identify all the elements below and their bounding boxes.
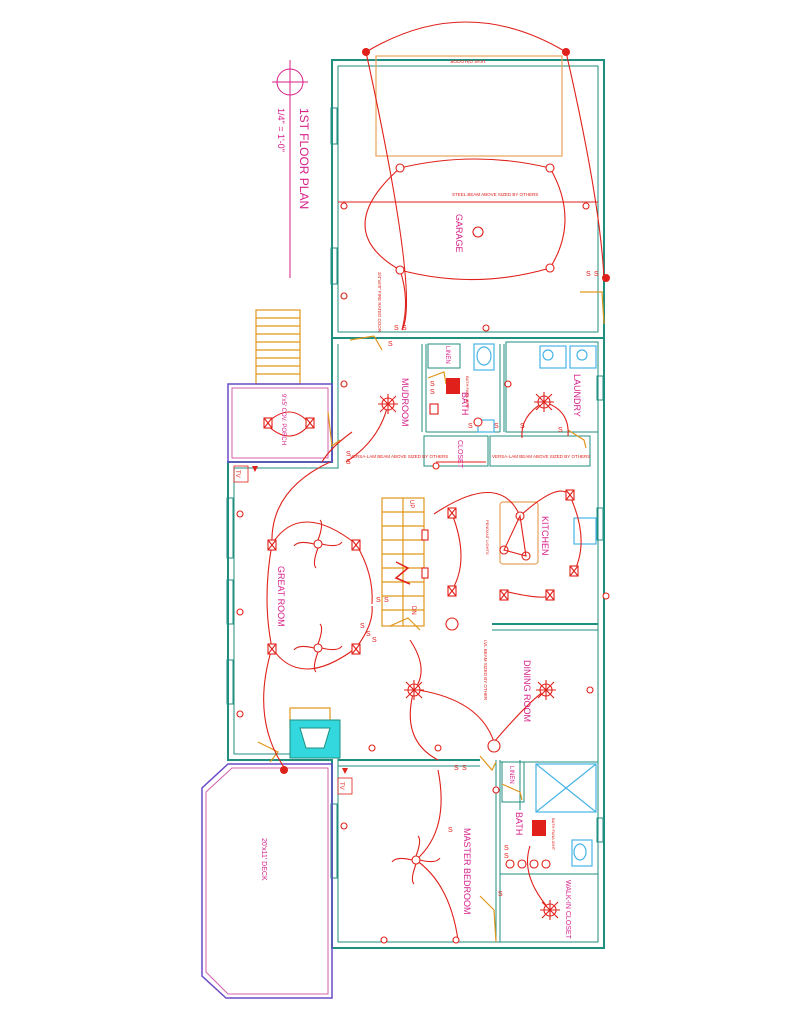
tv-upper: TV bbox=[234, 470, 240, 478]
label-deck: 20'x11' DECK bbox=[260, 838, 267, 881]
note-versa-beam-left: VERSA-LAM BEAM ABOVE SIZED BY OTHERS bbox=[350, 454, 448, 459]
svg-text:S: S bbox=[558, 427, 563, 434]
plan-title: 1ST FLOOR PLAN bbox=[297, 108, 311, 209]
great-room-fan-2 bbox=[293, 623, 343, 673]
label-mudroom: MUDROOM bbox=[400, 378, 410, 427]
note-bath-fan-upper: BATH FAN/LIGHT bbox=[465, 376, 470, 409]
svg-text:S: S bbox=[430, 381, 435, 388]
stair-up-label: UP bbox=[408, 500, 414, 508]
note-bath-fan-lower: BATH FAN/LIGHT bbox=[551, 818, 556, 851]
svg-text:S: S bbox=[586, 271, 591, 278]
svg-text:S: S bbox=[366, 631, 371, 638]
master-bedroom-fan bbox=[391, 835, 441, 885]
svg-text:S: S bbox=[498, 891, 503, 898]
label-linen-upper: LINEN bbox=[444, 346, 450, 364]
mudroom-light bbox=[378, 394, 398, 414]
svg-text:S: S bbox=[372, 637, 377, 644]
note-versa-beam-right: VERSA-LAM BEAM ABOVE SIZED BY OTHERS bbox=[492, 454, 590, 459]
svg-text:S: S bbox=[376, 597, 381, 604]
note-garage-door: 16'x8' O/H DOOR bbox=[450, 59, 486, 64]
stair-down-label: DN bbox=[410, 606, 416, 615]
dining-light-1 bbox=[404, 680, 424, 700]
svg-text:S: S bbox=[494, 423, 499, 430]
svg-text:S: S bbox=[346, 459, 351, 466]
label-closet: CLOSET bbox=[456, 440, 463, 469]
wall-boxes bbox=[263, 403, 579, 655]
svg-text:S: S bbox=[468, 423, 473, 430]
label-linen-lower: LINEN bbox=[508, 766, 514, 784]
label-dining-room: DINING ROOM bbox=[522, 660, 532, 722]
svg-text:S: S bbox=[448, 827, 453, 834]
interior-walls bbox=[338, 55, 599, 942]
exterior-walls bbox=[226, 59, 605, 949]
svg-text:S: S bbox=[388, 341, 393, 348]
title-block: 1ST FLOOR PLAN 1/4" = 1'-0" bbox=[272, 60, 311, 278]
label-laundry: LAUNDRY bbox=[572, 374, 582, 417]
svg-text:S: S bbox=[504, 853, 509, 860]
closet-light bbox=[540, 900, 560, 920]
svg-text:S: S bbox=[520, 423, 525, 430]
svg-text:S: S bbox=[346, 451, 351, 458]
label-walk-in-closet: WALK-IN CLOSET bbox=[564, 880, 571, 940]
label-master-bedroom: MASTER BEDROOM bbox=[462, 828, 472, 915]
svg-text:S: S bbox=[430, 389, 435, 396]
label-bath-upper: BATH bbox=[460, 392, 470, 415]
doors bbox=[257, 291, 605, 943]
fixtures bbox=[473, 343, 597, 867]
svg-text:S: S bbox=[504, 845, 509, 852]
light-fixtures bbox=[280, 48, 610, 920]
great-room-fan-1 bbox=[293, 519, 343, 569]
porch bbox=[227, 383, 333, 463]
svg-text:S: S bbox=[360, 623, 365, 630]
note-fire-door: 3/4"x6'8" FIRE RATED DOOR bbox=[377, 272, 382, 333]
deck bbox=[201, 763, 333, 999]
ceiling-fans bbox=[293, 519, 441, 885]
tv-lower: TV bbox=[338, 782, 344, 790]
label-great-room: GREAT ROOM bbox=[276, 566, 286, 627]
note-lvl-beam: LVL BEAM SIZED BY OTHER bbox=[483, 640, 488, 701]
note-pendant: PENDANT LIGHTS bbox=[485, 520, 490, 555]
plan-notes: 16'x8' O/H DOOR STEEL BEAM ABOVE SIZED B… bbox=[233, 59, 590, 851]
room-labels: GARAGE MUDROOM BATH LAUNDRY CLOSET LINEN… bbox=[260, 214, 582, 940]
laundry-light bbox=[534, 392, 554, 412]
plan-scale: 1/4" = 1'-0" bbox=[276, 108, 286, 152]
svg-text:S: S bbox=[454, 765, 459, 772]
label-garage: GARAGE bbox=[454, 214, 464, 253]
label-kitchen: KITCHEN bbox=[540, 516, 550, 556]
svg-text:S: S bbox=[462, 765, 467, 772]
note-steel-beam: STEEL BEAM ABOVE SIZED BY OTHERS bbox=[452, 192, 538, 197]
label-porch: 9'x5' COV. PORCH bbox=[280, 394, 286, 445]
svg-text:S: S bbox=[594, 271, 599, 278]
stairs: UP DN bbox=[255, 309, 425, 627]
wiring bbox=[263, 21, 605, 941]
svg-text:S: S bbox=[384, 597, 389, 604]
dining-light-2 bbox=[536, 680, 556, 700]
svg-text:S: S bbox=[394, 325, 399, 332]
svg-text:S: S bbox=[402, 325, 407, 332]
receptacles bbox=[236, 202, 610, 944]
label-bath-lower: BATH bbox=[514, 812, 524, 835]
fireplace bbox=[289, 707, 341, 759]
